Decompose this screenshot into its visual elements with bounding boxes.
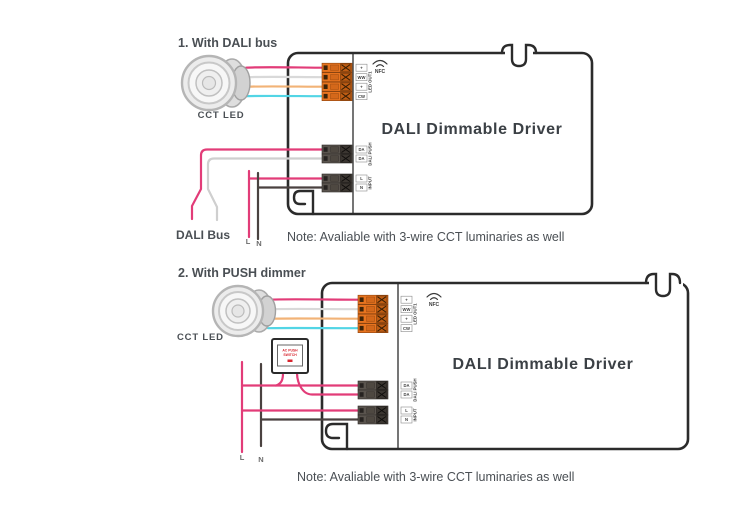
note-2: Note: Avaliable with 3-wire CCT luminari… (297, 470, 574, 484)
driver-1-name: DALI Dimmable Driver (382, 121, 563, 138)
terminal-out-4 (357, 323, 389, 334)
dali-bus-wire-pink (190, 148, 328, 221)
live-label: L (240, 453, 245, 462)
terminal-dali-2 (357, 389, 389, 400)
terminal-label: + (405, 297, 408, 302)
driver-2-case: NFC DALI Dimmable Driver (320, 272, 690, 451)
mounting-slot-icon (324, 422, 349, 451)
nfc-label: NFC (429, 302, 440, 308)
nfc-icon: NFC (426, 292, 442, 308)
mounting-slot-icon (292, 189, 315, 216)
terminal-label: DA (403, 383, 409, 388)
terminal-label: L (360, 176, 363, 181)
terminal-input-l (357, 405, 389, 416)
push-switch-label-2: SWITCH (283, 353, 297, 357)
push-switch-label-1: AC PUSH (282, 349, 298, 353)
input-group-label: INPUT (413, 408, 418, 421)
dali-bus-label: DALI Bus (176, 228, 230, 242)
terminal-out-2 (357, 304, 389, 315)
push-switch: AC PUSH SWITCH (271, 338, 309, 374)
terminal-label: CW (358, 94, 365, 99)
terminal-label: DA (403, 392, 409, 397)
led-wire-plus (244, 66, 328, 69)
note-1: Note: Avaliable with 3-wire CCT luminari… (287, 230, 564, 244)
mounting-bracket-icon (644, 272, 682, 298)
driver-2-name: DALI Dimmable Driver (453, 356, 634, 373)
cct-led-illustration (211, 284, 277, 338)
neutral-wire (259, 362, 364, 448)
mounting-bracket-icon (500, 43, 538, 68)
diagram-dali-bus: 1. With DALI bus NFC DALI Dimmable Drive… (176, 36, 594, 248)
bracket-gap (505, 50, 533, 56)
terminal-out-1 (357, 294, 389, 305)
driver-2-body (320, 281, 690, 451)
terminal-dali-1 (357, 380, 389, 391)
push-switch-button (287, 359, 293, 362)
terminal-input-l (321, 173, 353, 184)
neutral-label: N (256, 239, 261, 248)
terminal-label: + (360, 84, 363, 89)
dali-group-label: DALI PUSH (368, 142, 373, 165)
diagram-2-wires (240, 298, 364, 454)
switch-lead-to-da2 (295, 371, 364, 396)
bracket-gap (649, 280, 683, 286)
terminal-label: DA (358, 147, 364, 152)
nfc-label: NFC (375, 69, 386, 75)
terminal-out-1 (321, 62, 353, 73)
push-switch-face (277, 344, 303, 367)
section-1-title: 1. With DALI bus (178, 36, 277, 50)
section-2-title: 2. With PUSH dimmer (178, 266, 306, 280)
nfc-icon: NFC (372, 59, 388, 75)
driver-2-terminals: + WW + CW LED OUT1 DA DA DALI PUSH L N I… (357, 294, 418, 425)
dali-group-label: DALI PUSH (413, 378, 418, 401)
terminal-label: N (405, 417, 408, 422)
terminal-input-n (357, 414, 389, 425)
terminal-out-3 (357, 313, 389, 324)
cct-led-illustration (180, 54, 251, 112)
terminal-label: WW (403, 307, 411, 312)
terminal-label: N (360, 185, 363, 190)
out-group-label: LED OUT1 (413, 303, 418, 325)
diagram-1-wires (190, 66, 328, 241)
terminal-out-2 (321, 72, 353, 83)
terminal-label: + (405, 316, 408, 321)
terminal-label: DA (358, 156, 364, 161)
terminal-input-n (321, 182, 353, 193)
switch-lead-left (274, 371, 285, 387)
diagram-push-dimmer: 2. With PUSH dimmer NFC DALI Dimmable Dr… (177, 266, 690, 484)
dali-bus-wire-gray (206, 157, 328, 222)
live-label: L (246, 237, 251, 246)
terminal-out-3 (321, 81, 353, 92)
live-wire (247, 169, 328, 239)
terminal-label: CW (403, 326, 410, 331)
neutral-wire (256, 171, 328, 241)
cct-led-label: CCT LED (198, 110, 245, 121)
cct-led-label: CCT LED (177, 332, 224, 343)
neutral-label: N (258, 455, 263, 464)
terminal-dali-1 (321, 144, 353, 155)
terminal-dali-2 (321, 153, 353, 164)
terminal-label: + (360, 65, 363, 70)
terminal-label: L (405, 408, 408, 413)
terminal-out-4 (321, 91, 353, 102)
terminal-label: WW (358, 75, 366, 80)
out-group-label: LED OUT1 (368, 71, 373, 93)
input-group-label: INPUT (368, 176, 373, 189)
driver-1-terminals: + WW + CW LED OUT1 DA DA DALI PUSH L N I… (321, 62, 373, 193)
